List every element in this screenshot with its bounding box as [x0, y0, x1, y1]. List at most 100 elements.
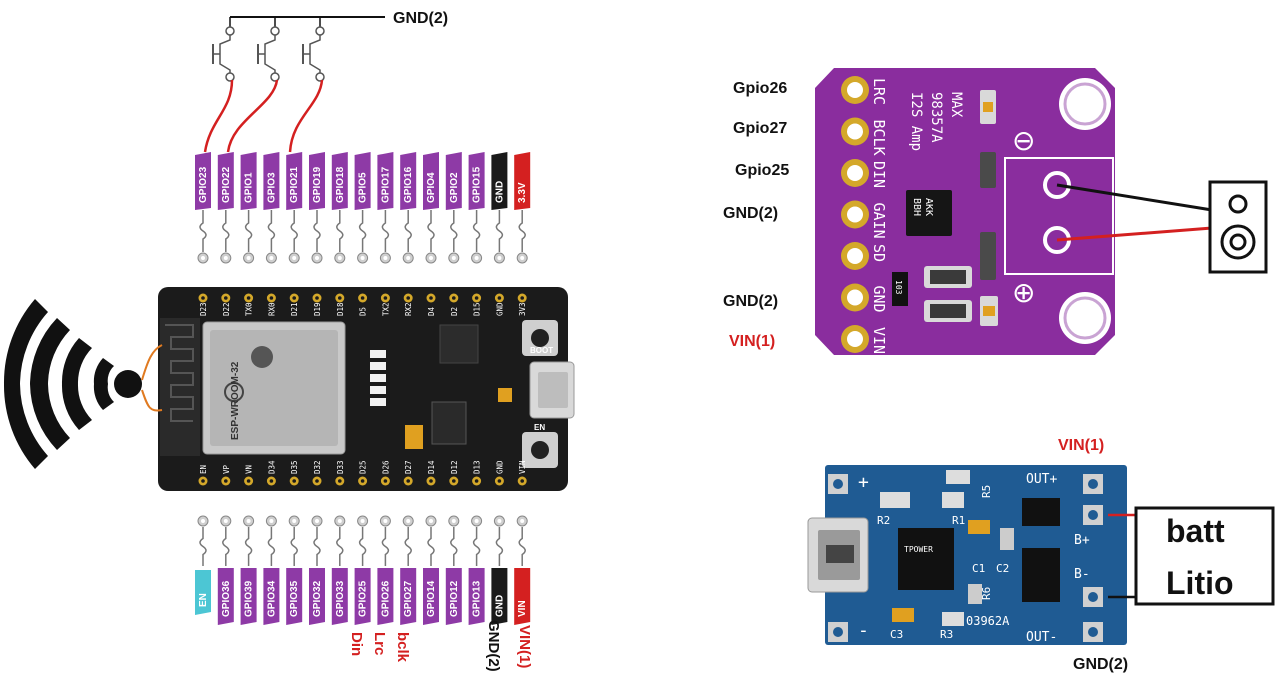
bottom-pin-label: EN: [198, 593, 209, 607]
charger-vin-label: VIN(1): [1058, 437, 1104, 454]
bottom-pin-gpio12: GPIO12: [445, 515, 462, 625]
top-pin-gpio15: GPIO15: [468, 152, 485, 264]
top-pin-label: GPIO5: [358, 172, 369, 203]
amp-pin-sd: SD: [841, 242, 888, 270]
silk-minus: -: [858, 620, 869, 641]
board-silk-label: D25: [359, 460, 368, 474]
bottom-pin-gpio25: GPIO25: [354, 515, 371, 625]
note-vin: VIN(1): [516, 625, 533, 668]
bottom-pin-vin: VIN: [514, 515, 531, 625]
board-silk-label: D34: [267, 460, 276, 474]
amp-label-gnd-b: GND(2): [723, 293, 778, 310]
amp-pin-gnd: GND: [841, 283, 888, 313]
top-pin-label: GPIO21: [289, 166, 300, 203]
top-pin-label: GPIO16: [403, 166, 414, 203]
amp-pin-bclk: BCLK: [841, 117, 888, 156]
top-pin-gpio1: GPIO1: [240, 152, 257, 264]
amp-pin-gain: GAIN: [841, 200, 888, 239]
silk-code: 03962A: [966, 614, 1010, 628]
board-silk-label: TX2: [381, 302, 390, 316]
charger-pad: [828, 474, 848, 494]
board-silk-label: D22: [222, 302, 231, 316]
push-button: [257, 26, 280, 82]
amp-pin-vin: VIN: [841, 325, 888, 354]
top-pin-gpio23: GPIO23: [195, 152, 211, 264]
charger-module: VIN(1) TPOWER + - OUT+ OUT- B+ B- R1 R2 …: [807, 437, 1275, 673]
board-silk-label: RX0: [267, 302, 276, 316]
board-silk-label: D35: [290, 460, 299, 474]
amp-label-gpio27: Gpio27: [733, 120, 787, 137]
board-silk-label: D26: [381, 460, 390, 474]
top-pin-label: GPIO1: [244, 172, 255, 203]
board-silk-label: D4: [427, 306, 436, 316]
bottom-pin-gpio14: GPIO14: [423, 515, 439, 625]
silk-r3: R3: [940, 628, 953, 641]
bottom-pin-gpio39: GPIO39: [240, 515, 257, 625]
top-pin-gpio4: GPIO4: [423, 152, 439, 264]
board-silk-label: D33: [336, 460, 345, 474]
note-gnd: GND(2): [485, 620, 502, 672]
amp-pin-silk: DIN: [870, 161, 888, 188]
speaker-icon: [1056, 180, 1268, 274]
top-pin-gpio3: GPIO3: [263, 152, 280, 264]
board-silk-label: D2: [450, 307, 459, 316]
amp-label-gpio25: Gpio25: [735, 162, 789, 179]
boot-label: BOOT: [530, 346, 553, 355]
bottom-pin-gpio13: GPIO13: [468, 515, 485, 625]
bottom-pin-gpio32: GPIO32: [309, 515, 325, 625]
amp-labels: Gpio26 Gpio27 Gpio25 GND(2) GND(2) VIN(1…: [723, 80, 789, 350]
top-pin-label: GPIO3: [266, 172, 277, 203]
board-silk-label: VIN: [518, 460, 527, 474]
board-silk-label: D19: [313, 302, 322, 316]
amp-pin-silk: GAIN: [870, 203, 888, 239]
top-pin-gpio18: GPIO18: [331, 152, 348, 264]
bottom-pin-en: EN: [195, 515, 211, 615]
board-silk-label: 3V3: [518, 302, 527, 316]
bottom-pin-label: GPIO26: [380, 580, 391, 617]
top-pin-gpio16: GPIO16: [400, 152, 417, 264]
amp-label-vin: VIN(1): [729, 333, 775, 350]
board-silk-label: D23: [199, 302, 208, 316]
amp-pin-din: DIN: [841, 159, 888, 188]
push-buttons: GND(2): [212, 10, 448, 82]
amp-pin-silk: LRC: [870, 78, 888, 105]
board-silk-label: VP: [222, 464, 231, 474]
board-silk-label: D15: [473, 302, 482, 316]
amp-chip-text-1: AKK: [923, 198, 934, 216]
bottom-pin-label: GPIO12: [449, 580, 460, 617]
push-button: [302, 26, 325, 82]
top-pin-label: GPIO19: [312, 166, 323, 203]
bottom-pin-gpio33: GPIO33: [331, 515, 348, 625]
top-pin-label: GPIO17: [380, 166, 391, 203]
board-silk-label: D14: [427, 460, 436, 474]
bottom-pin-label: GPIO32: [312, 580, 323, 617]
silk-r1: R1: [952, 514, 965, 527]
top-pin-gpio17: GPIO17: [377, 152, 394, 264]
top-pin-label: 3.3V: [517, 182, 528, 203]
amp-minus-symbol: ⊖: [1012, 124, 1035, 157]
board-silk-label: D32: [313, 460, 322, 474]
silk-r2: R2: [877, 514, 890, 527]
top-pin-label: GPIO2: [449, 172, 460, 203]
silk-c1: C1: [972, 562, 985, 575]
board-silk-label: VN: [245, 465, 254, 474]
board-silk-label: D12: [450, 460, 459, 474]
charger-pad: [1083, 622, 1103, 642]
board-silk-label: GND: [495, 460, 504, 474]
silk-c2: C2: [996, 562, 1009, 575]
note-din: Din: [348, 632, 365, 656]
silk-r6: R6: [980, 587, 993, 600]
amp-label-gpio26: Gpio26: [733, 80, 787, 97]
bottom-pin-label: GPIO39: [244, 580, 255, 617]
silk-out-minus: OUT-: [1026, 630, 1057, 645]
silk-b-plus: B+: [1074, 533, 1090, 548]
battery-label-1: batt: [1166, 513, 1225, 549]
bottom-notes: Din Lrc bclk GND(2) VIN(1): [348, 620, 533, 672]
charger-pad: [1083, 474, 1103, 494]
bottom-pin-gnd: GND: [491, 515, 508, 625]
top-pin-gpio5: GPIO5: [354, 152, 371, 264]
